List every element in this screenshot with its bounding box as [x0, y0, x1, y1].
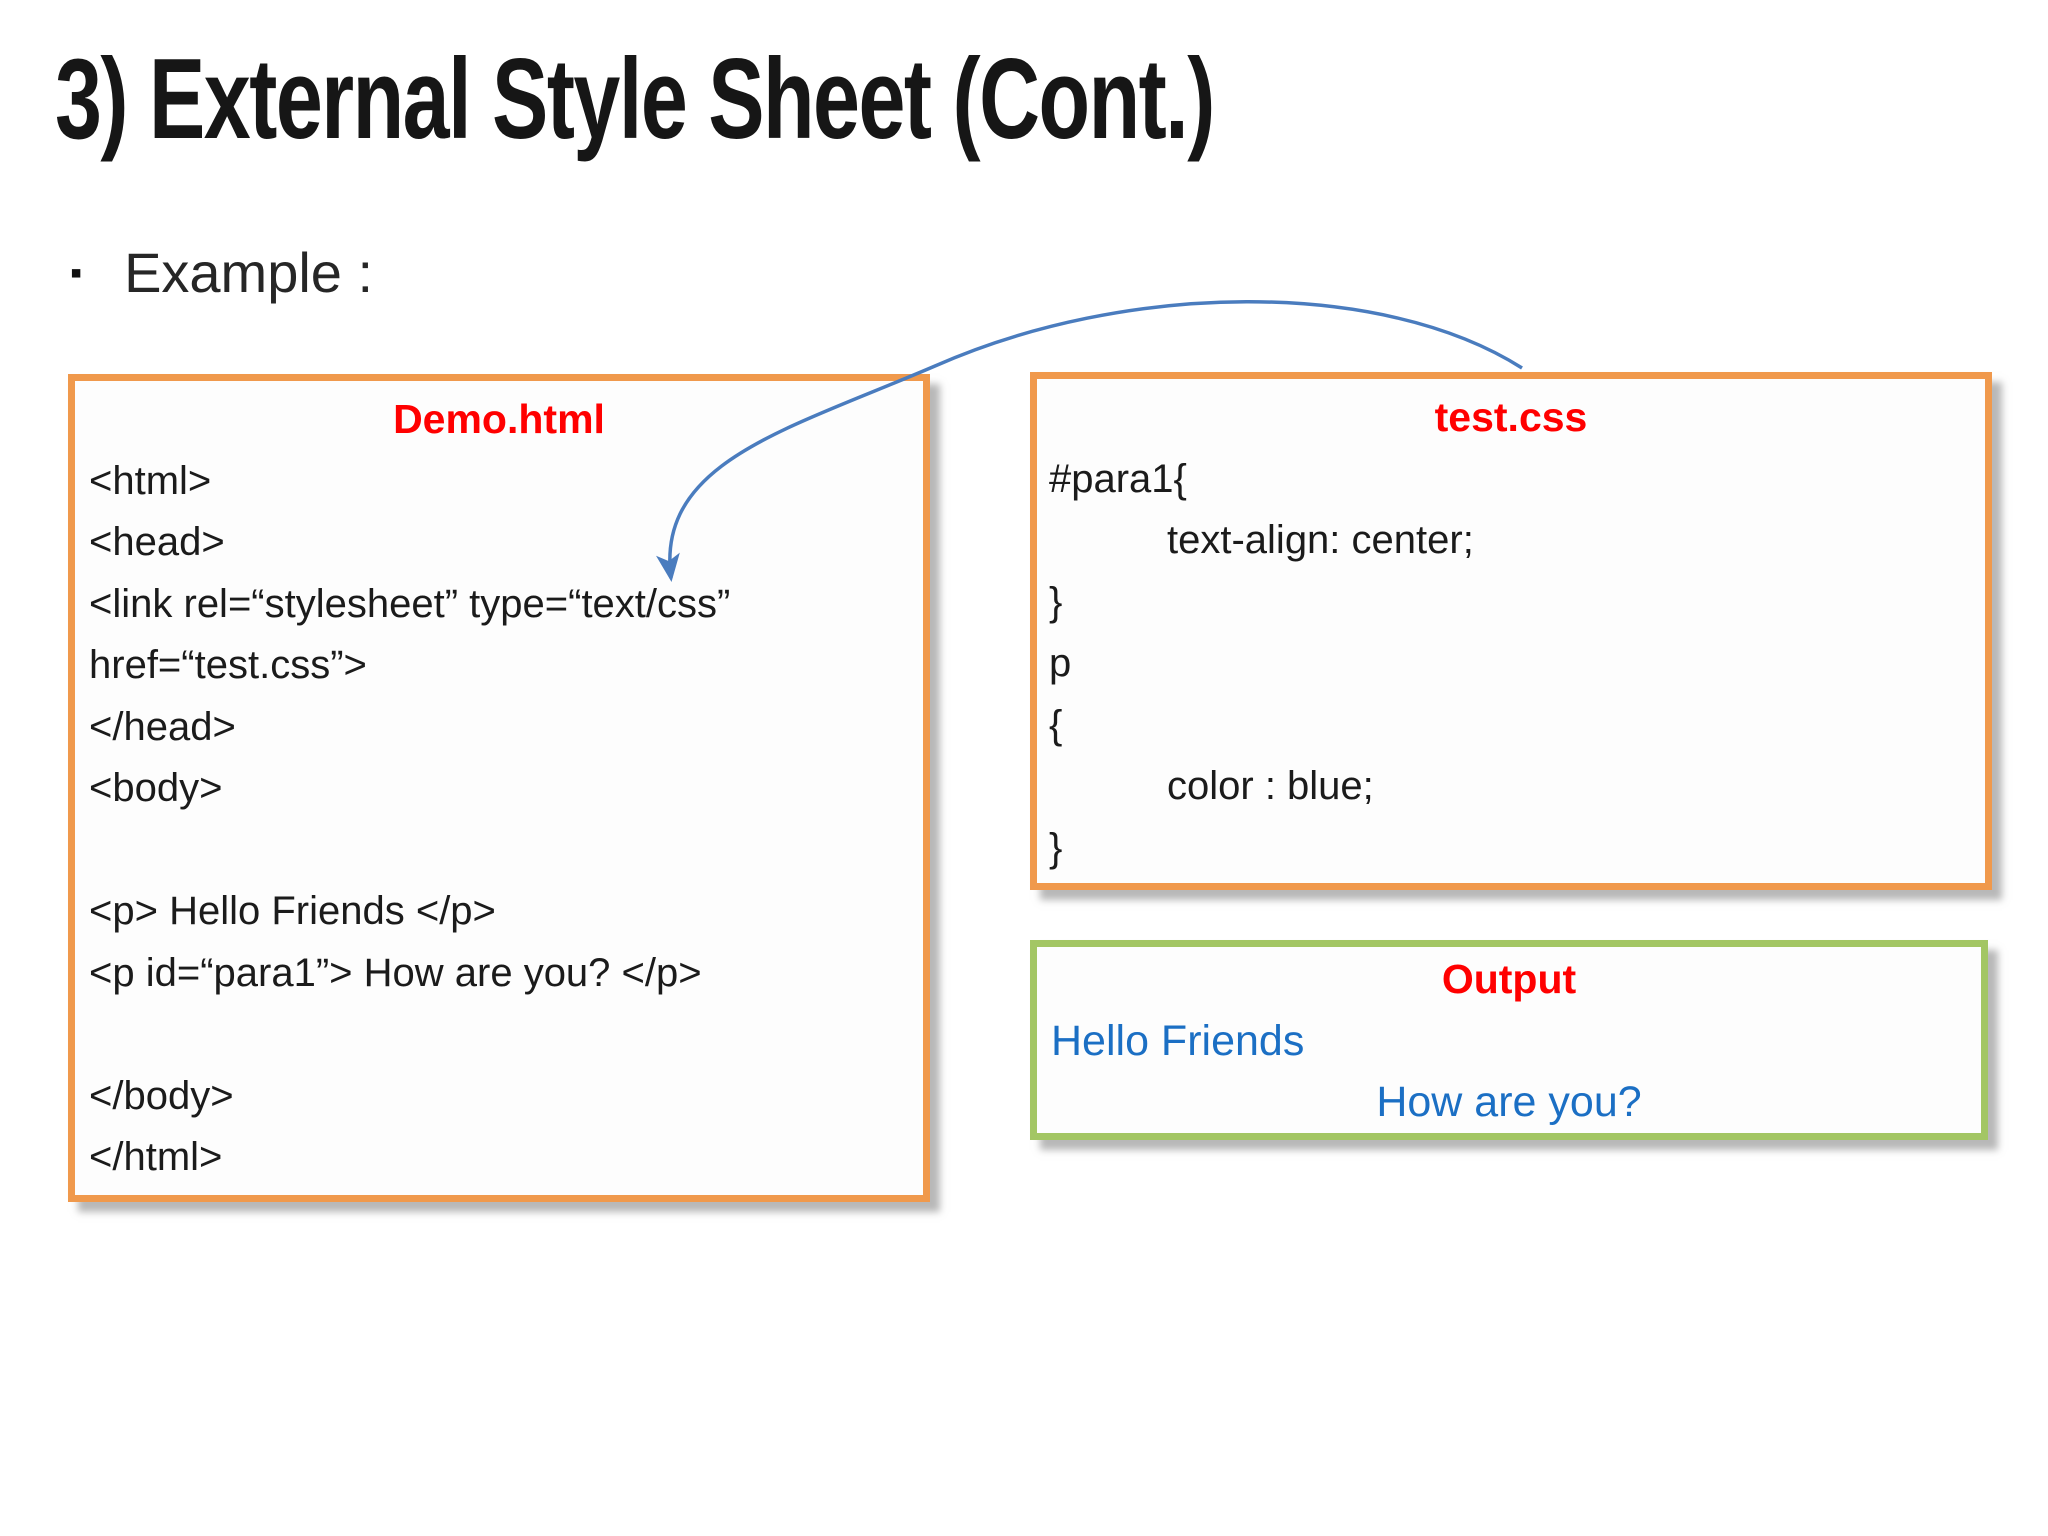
code-line: } — [1049, 825, 1063, 870]
code-line: p — [1049, 641, 1072, 685]
test-css-box: test.css #para1{ text-align: center; } p… — [1030, 372, 1992, 890]
test-css-box-title: test.css — [1434, 394, 1588, 440]
code-line: <head> — [89, 520, 225, 564]
code-line-blank — [89, 820, 909, 882]
demo-html-box-title: Demo.html — [393, 396, 605, 442]
page-title: 3) External Style Sheet (Cont.) — [55, 36, 1215, 163]
code-line-blank — [89, 1004, 909, 1066]
code-line: <body> — [89, 766, 223, 810]
output-box: Output Hello Friends How are you? — [1030, 940, 1988, 1140]
code-line: <p> Hello Friends </p> — [89, 889, 496, 933]
code-line: href=“test.css”> — [89, 643, 367, 687]
code-line: </body> — [89, 1073, 234, 1118]
code-line: <p id=“para1”> How are you? </p> — [89, 950, 702, 995]
bullet-icon: ▪ — [70, 253, 83, 292]
output-box-title: Output — [1441, 956, 1577, 1002]
code-line: </head> — [89, 704, 236, 749]
example-bullet-row: ▪ Example : — [70, 240, 373, 305]
code-line: <link rel=“stylesheet” type=“text/css” — [89, 581, 731, 626]
code-line: <html> — [89, 458, 212, 503]
example-label: Example : — [124, 241, 374, 304]
code-line: text-align: center; — [1167, 518, 1474, 562]
code-line: </html> — [89, 1135, 223, 1179]
code-line: color : blue; — [1167, 764, 1374, 808]
code-line: #para1{ — [1049, 456, 1187, 501]
code-line: { — [1049, 702, 1063, 747]
code-line: } — [1049, 579, 1063, 624]
demo-html-box: Demo.html <html> <head> <link rel=“style… — [68, 374, 930, 1202]
output-line: How are you? — [1376, 1078, 1642, 1126]
output-line: Hello Friends — [1051, 1016, 1305, 1065]
